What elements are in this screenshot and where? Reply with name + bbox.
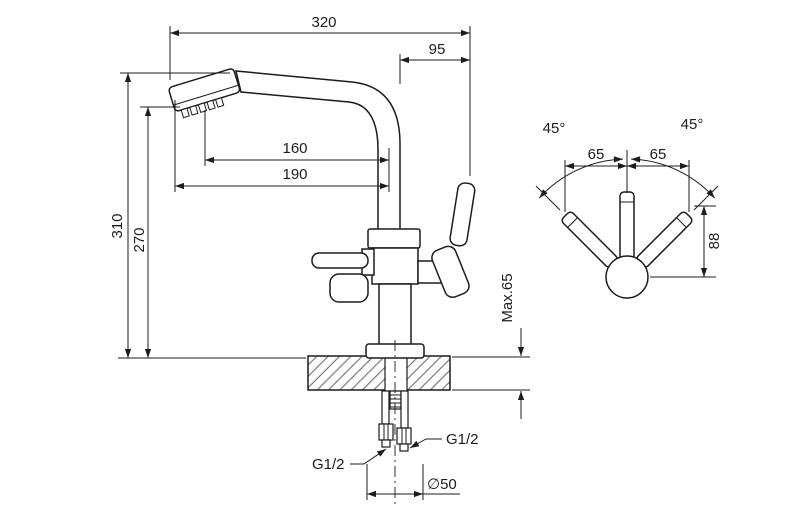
top-view-labels: 45° 45° 65 65 88: [543, 116, 723, 249]
aerator-tooth: [180, 107, 190, 119]
supply-hose-left: [381, 390, 390, 425]
faucet-top-view: [561, 191, 693, 299]
faucet-spout: [235, 70, 401, 232]
dim-310: [118, 72, 306, 359]
top-prong-left: [561, 211, 618, 268]
top-view-dimensions: [535, 150, 719, 278]
supply-connections: [378, 390, 412, 452]
angle-45-right-label: 45°: [681, 116, 704, 133]
dim-320: [169, 26, 471, 176]
dim-160-label: 160: [282, 140, 307, 157]
aerator-tooth: [197, 102, 208, 114]
dim-65-left-label: 65: [588, 146, 605, 163]
spout-head: [168, 68, 241, 119]
lever-handle: [449, 182, 476, 247]
dim-88: [650, 205, 716, 278]
hose-tip-right: [399, 443, 409, 452]
thread-g12-left-label: G1/2: [312, 456, 345, 473]
hose-nut-left: [378, 423, 394, 441]
left-valve-knob: [329, 273, 369, 303]
dim-270: [140, 106, 180, 358]
body-upper: [371, 247, 419, 285]
dim-95: [399, 54, 470, 84]
dim-160: [204, 110, 390, 192]
leader-g12-left: [350, 448, 387, 465]
body-lower: [378, 283, 412, 349]
top-body-circle: [605, 255, 649, 299]
hose-tip-left: [381, 439, 391, 448]
arc-45-left: [538, 156, 623, 199]
dim-65-right-label: 65: [650, 146, 667, 163]
supply-hose-right: [400, 390, 409, 429]
dim-d50: [366, 464, 460, 500]
dim-65-right: [627, 160, 690, 212]
dim-190-label: 190: [282, 166, 307, 183]
top-prong-right: [636, 211, 693, 268]
dim-88-label: 88: [706, 233, 723, 250]
side-view-dimensions: [118, 26, 530, 500]
hose-nut-right: [396, 427, 412, 445]
countertop-hatch: [307, 355, 451, 391]
dim-max65-label: Max.65: [499, 273, 516, 322]
side-view-labels: 320 95 160 190 310 270 Max.65 G1/2 G1/2 …: [109, 14, 516, 493]
aerator-tooth: [189, 105, 199, 116]
dim-d50-label: ∅50: [427, 476, 457, 493]
dim-310-label: 310: [109, 213, 126, 238]
top-prong-center: [619, 191, 635, 261]
leader-g12-right: [409, 438, 442, 449]
dim-max65: [452, 328, 530, 419]
lever-joint: [431, 245, 470, 299]
dim-65-left: [564, 160, 627, 212]
arc-45-right: [631, 156, 716, 199]
left-valve-handle: [311, 252, 369, 269]
threaded-rod: [389, 390, 402, 410]
aerator-tooth: [206, 99, 216, 111]
angle-45-left-label: 45°: [543, 120, 566, 137]
dim-190: [174, 100, 389, 192]
faucet-side-view: [168, 68, 476, 507]
aerator-tooth: [214, 97, 225, 108]
thread-g12-right-label: G1/2: [446, 431, 479, 448]
faucet-shank: [384, 355, 408, 392]
dim-320-label: 320: [311, 14, 336, 31]
dim-95-label: 95: [429, 41, 446, 58]
dim-270-label: 270: [131, 227, 148, 252]
body-collar: [367, 228, 421, 249]
